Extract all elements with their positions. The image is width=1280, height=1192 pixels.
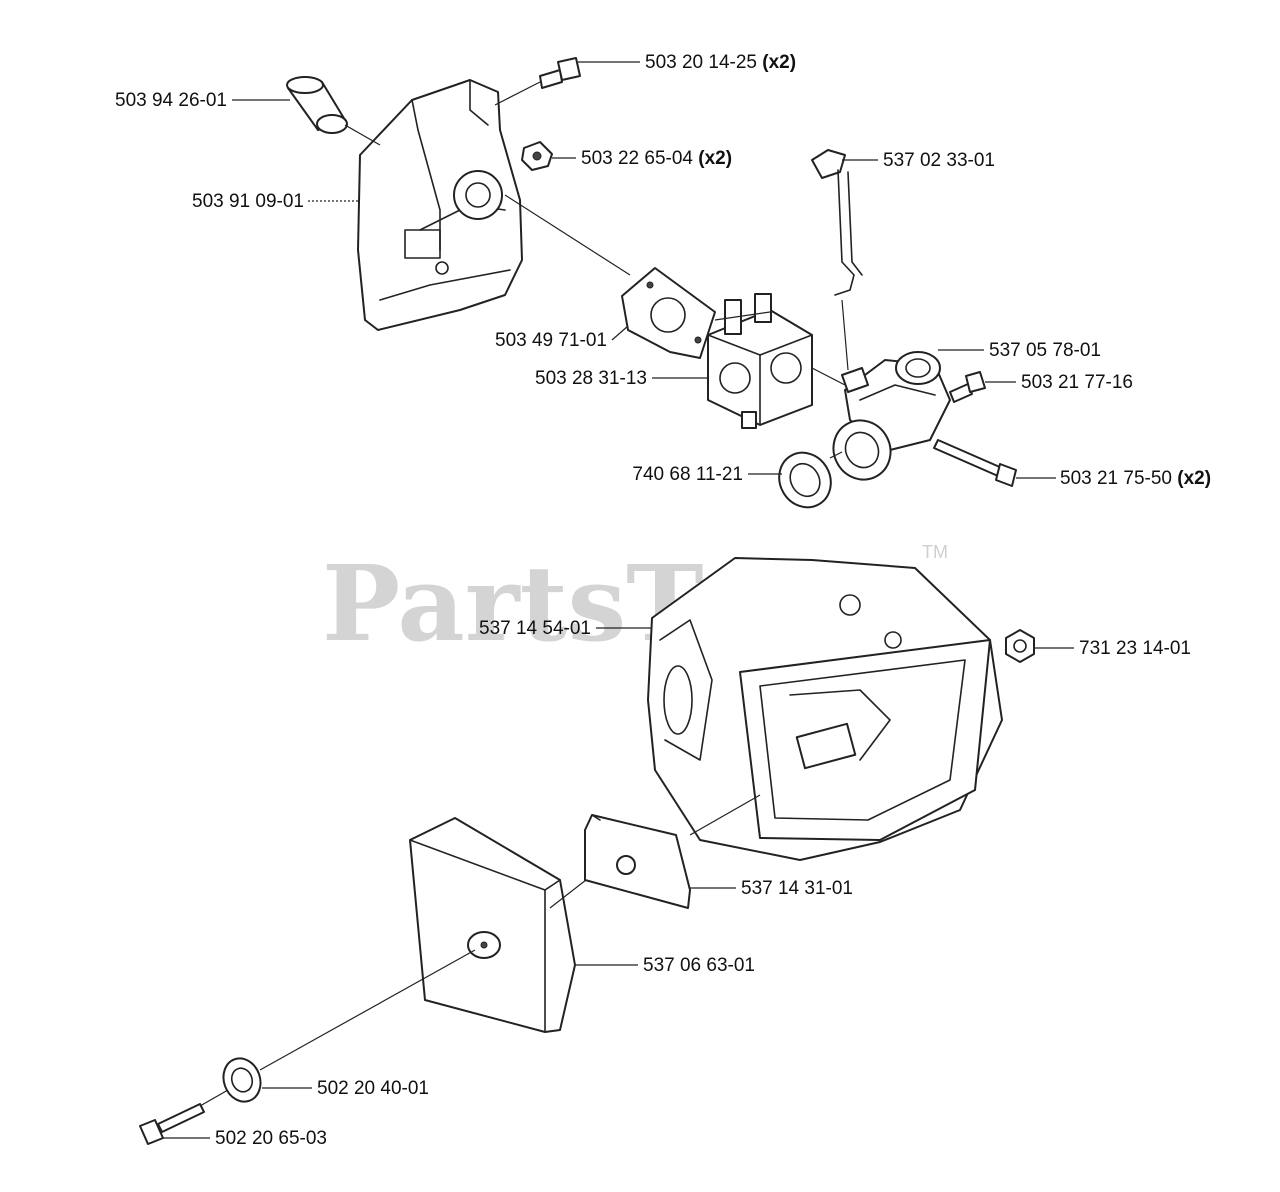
callout-label: 503 28 31-13 — [535, 368, 647, 389]
callout-label: 740 68 11-21 — [632, 464, 743, 485]
callout-label: 502 20 40-01 — [317, 1078, 429, 1099]
gasket-ring — [778, 419, 892, 509]
knob — [222, 1057, 262, 1103]
nut — [521, 141, 553, 171]
bolt — [139, 1103, 205, 1145]
callout-label: 503 94 26-01 — [115, 90, 227, 111]
callout-label: 503 21 75-50 (x2) — [1060, 468, 1211, 489]
callout-label: 503 49 71-01 — [495, 330, 607, 351]
nut — [1005, 629, 1035, 663]
callout-label: 537 02 33-01 — [883, 150, 995, 171]
callout-label: 537 14 54-01 — [479, 618, 591, 639]
bracket-plate — [357, 79, 523, 331]
callout-label: 537 05 78-01 — [989, 340, 1101, 361]
callout-label: 502 20 65-03 — [215, 1128, 327, 1149]
gasket — [621, 267, 716, 359]
callout-label: 503 20 14-25 (x2) — [645, 52, 796, 73]
screw — [949, 371, 986, 403]
filter-cover — [409, 817, 576, 1033]
long-screw — [933, 439, 1017, 487]
watermark-trademark: TM — [922, 542, 948, 562]
callout-label: 503 22 65-04 (x2) — [581, 148, 732, 169]
callout-label: 537 14 31-01 — [741, 878, 853, 899]
throttle-rod — [811, 149, 863, 296]
callout-label: 503 21 77-16 — [1021, 372, 1133, 393]
collar-sleeve — [286, 76, 348, 134]
callout-label: 503 91 09-01 — [192, 191, 304, 212]
carburetor — [707, 293, 813, 429]
screw — [539, 57, 581, 89]
callout-label: 731 23 14-01 — [1079, 638, 1191, 659]
filter-element — [584, 814, 691, 909]
callout-label: 537 06 63-01 — [643, 955, 755, 976]
filter-housing — [647, 557, 1003, 861]
